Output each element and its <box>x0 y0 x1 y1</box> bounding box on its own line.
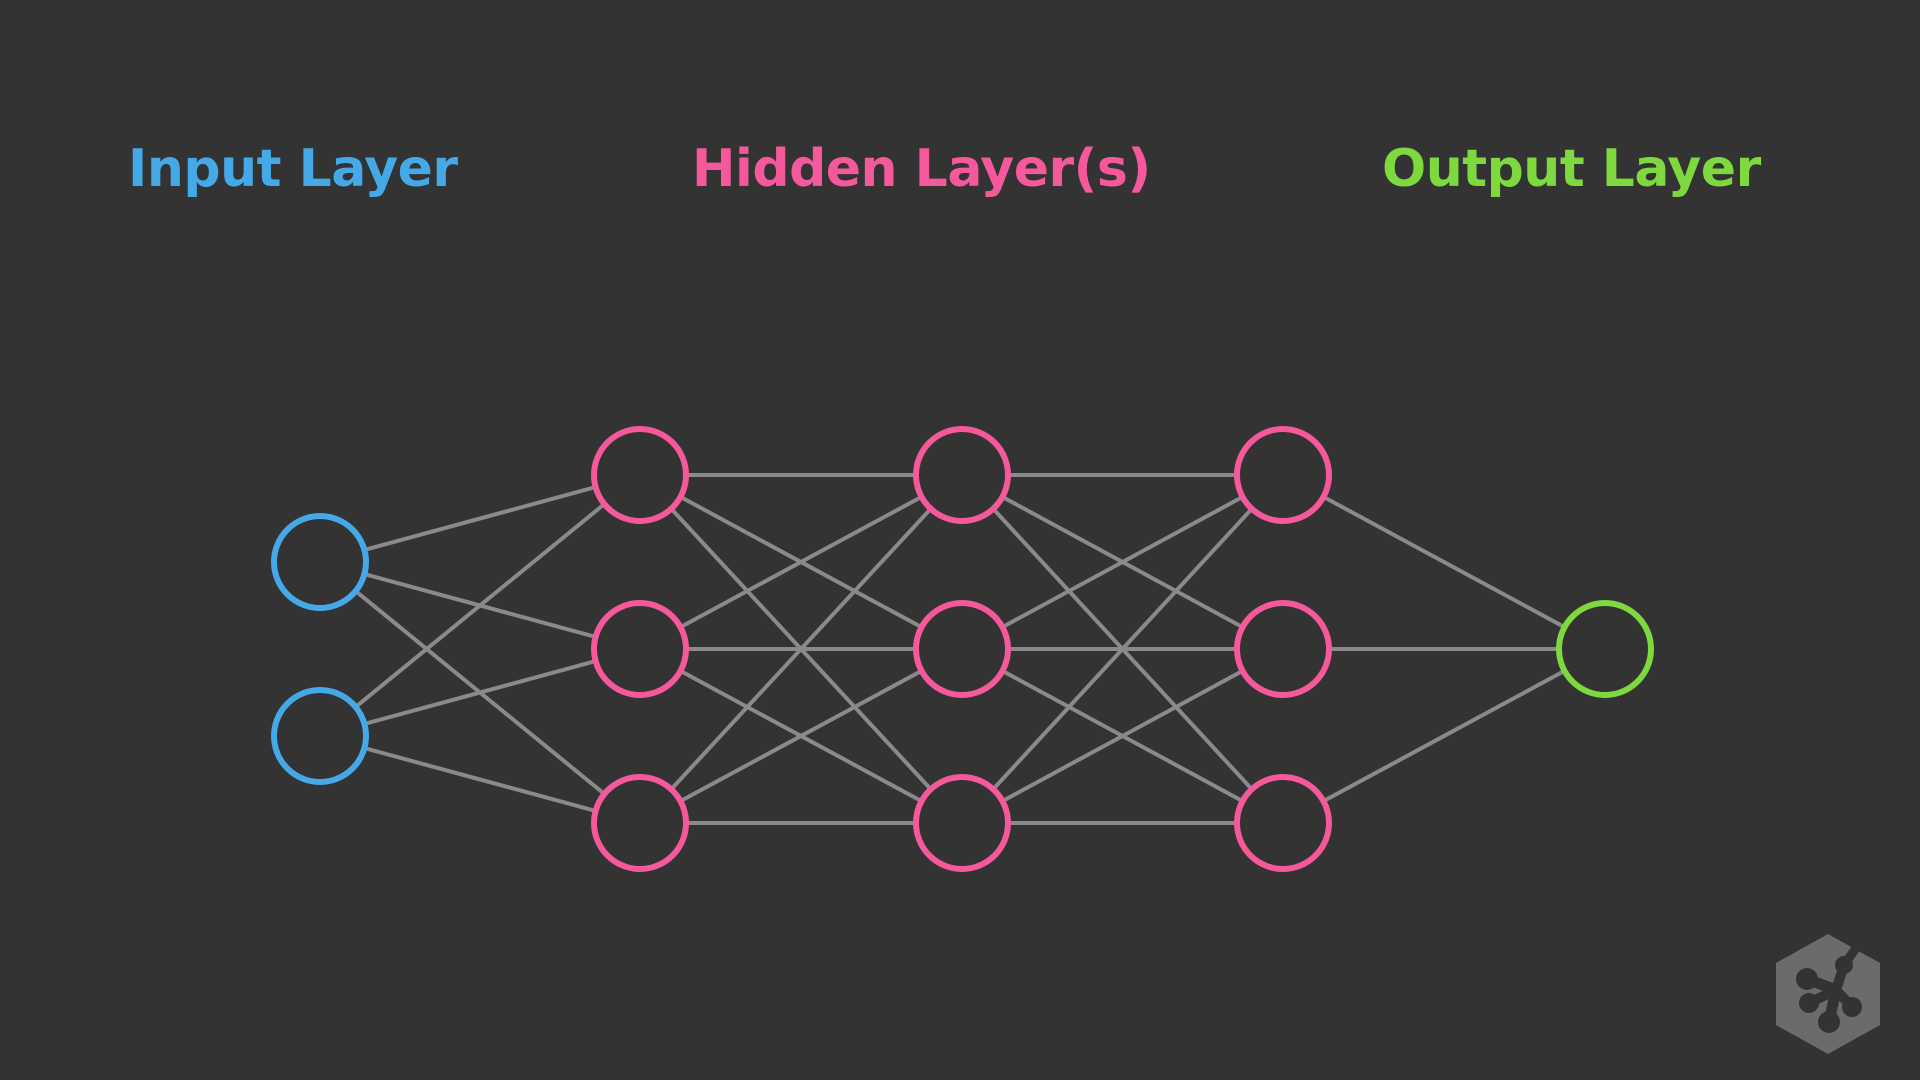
watermark-logo <box>1776 934 1880 1054</box>
neuron-node-input <box>271 687 369 785</box>
connection-edges <box>353 473 1567 825</box>
connection-line <box>678 668 924 804</box>
neuron-node-hidden <box>591 774 689 872</box>
connection-line <box>991 506 1254 792</box>
connection-line <box>669 506 933 792</box>
neuron-node-hidden <box>1234 774 1332 872</box>
neuron-node-hidden <box>913 774 1011 872</box>
connection-line <box>1000 494 1245 630</box>
neuron-glyph <box>1796 943 1862 1033</box>
connection-line <box>1321 494 1567 630</box>
connection-line <box>1000 668 1245 804</box>
neuron-nodes <box>271 426 1654 872</box>
neuron-node-hidden <box>591 426 689 524</box>
connection-line <box>353 502 607 709</box>
neuron-node-input <box>271 513 369 611</box>
neuron-node-hidden <box>913 426 1011 524</box>
connection-line <box>678 494 924 630</box>
neuron-node-hidden <box>591 600 689 698</box>
neuron-node-hidden <box>913 600 1011 698</box>
connection-line <box>362 746 598 813</box>
connection-line <box>362 659 598 726</box>
neuron-node-hidden <box>1234 600 1332 698</box>
neuron-node-hidden <box>1234 426 1332 524</box>
neuron-node-output <box>1556 600 1654 698</box>
connection-line <box>362 485 598 552</box>
connection-line <box>1321 668 1567 804</box>
